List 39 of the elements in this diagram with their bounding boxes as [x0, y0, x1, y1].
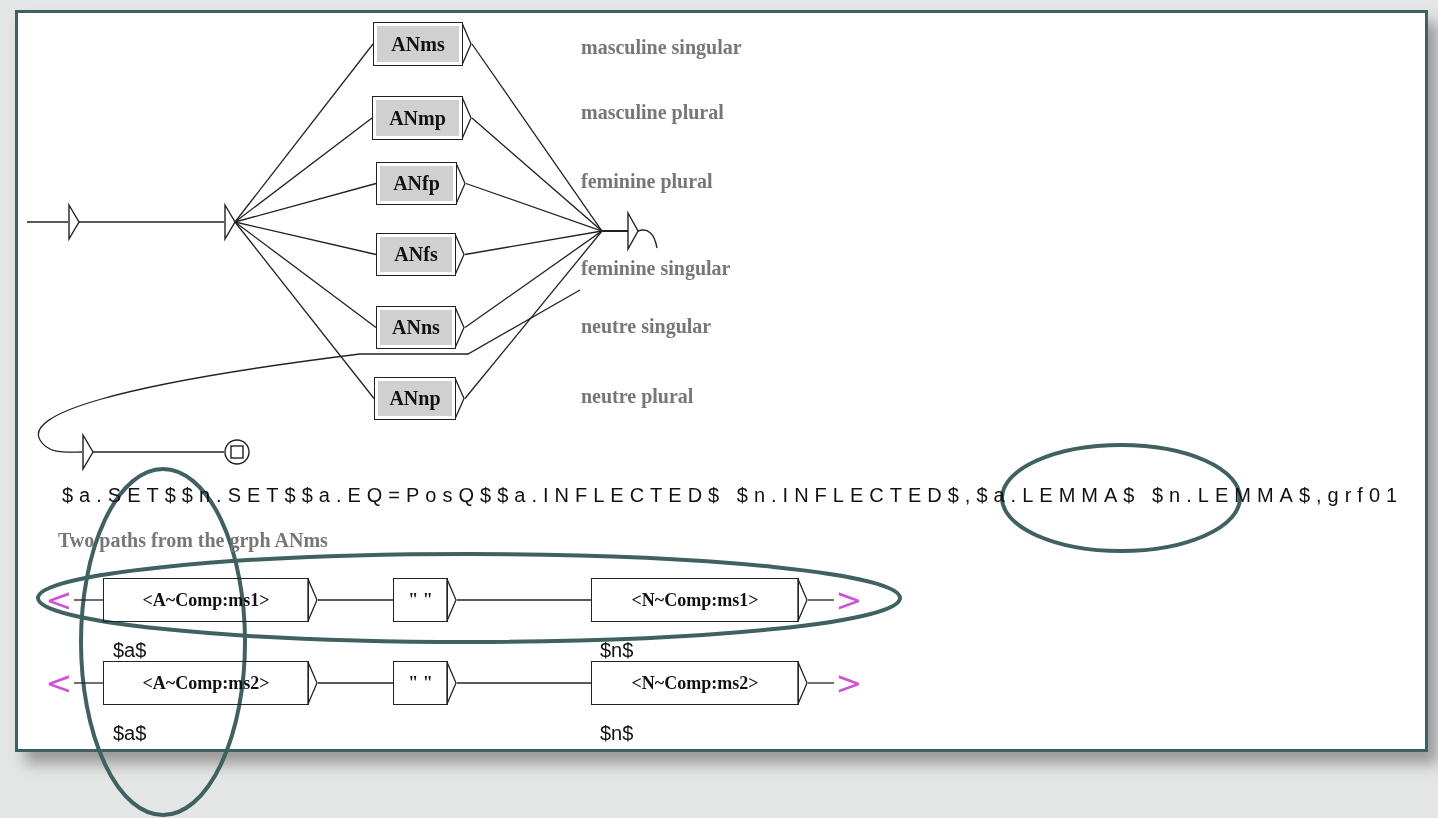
transition-line: [234, 182, 377, 223]
final-state: [224, 439, 250, 465]
transition-line: [234, 43, 374, 223]
transition-line: [26, 221, 69, 223]
transition-line: [78, 221, 225, 223]
graph-caption: Two paths from the grph ANms: [58, 529, 328, 552]
transition-line: [317, 682, 394, 684]
inflection-note: neutre plural: [581, 385, 694, 408]
transition-line: [456, 682, 592, 684]
transition-line: [92, 451, 225, 453]
output-variable: $n$: [600, 722, 634, 745]
context-bracket: >: [834, 663, 864, 703]
context-bracket: <: [44, 663, 74, 703]
inflection-note: feminine singular: [581, 257, 731, 280]
inflection-note: masculine plural: [581, 101, 724, 124]
state-arrow: [68, 204, 80, 240]
transition-line: [807, 599, 835, 601]
state-arrow: [224, 204, 236, 240]
transition-line: [317, 599, 394, 601]
transition-line: [37, 289, 581, 453]
output-variable: $a$: [113, 639, 147, 662]
inflection-note: masculine singular: [581, 36, 742, 59]
output-variable: $n$: [600, 639, 634, 662]
inflection-note: feminine plural: [581, 170, 713, 193]
transition-line: [456, 599, 592, 601]
transition-line: [234, 117, 373, 223]
state-arrow: [627, 212, 659, 250]
transition-line: [234, 221, 375, 400]
state-arrow: [82, 434, 94, 470]
transition-line: [73, 682, 104, 684]
context-bracket: >: [834, 580, 864, 620]
transition-line: [807, 682, 835, 684]
output-variable: $a$: [113, 722, 147, 745]
transition-line: [234, 221, 377, 256]
transition-line: [73, 599, 104, 601]
context-bracket: <: [44, 580, 74, 620]
transition-line: [464, 230, 629, 400]
inflection-note: neutre singular: [581, 315, 712, 338]
transition-line: [234, 221, 377, 329]
